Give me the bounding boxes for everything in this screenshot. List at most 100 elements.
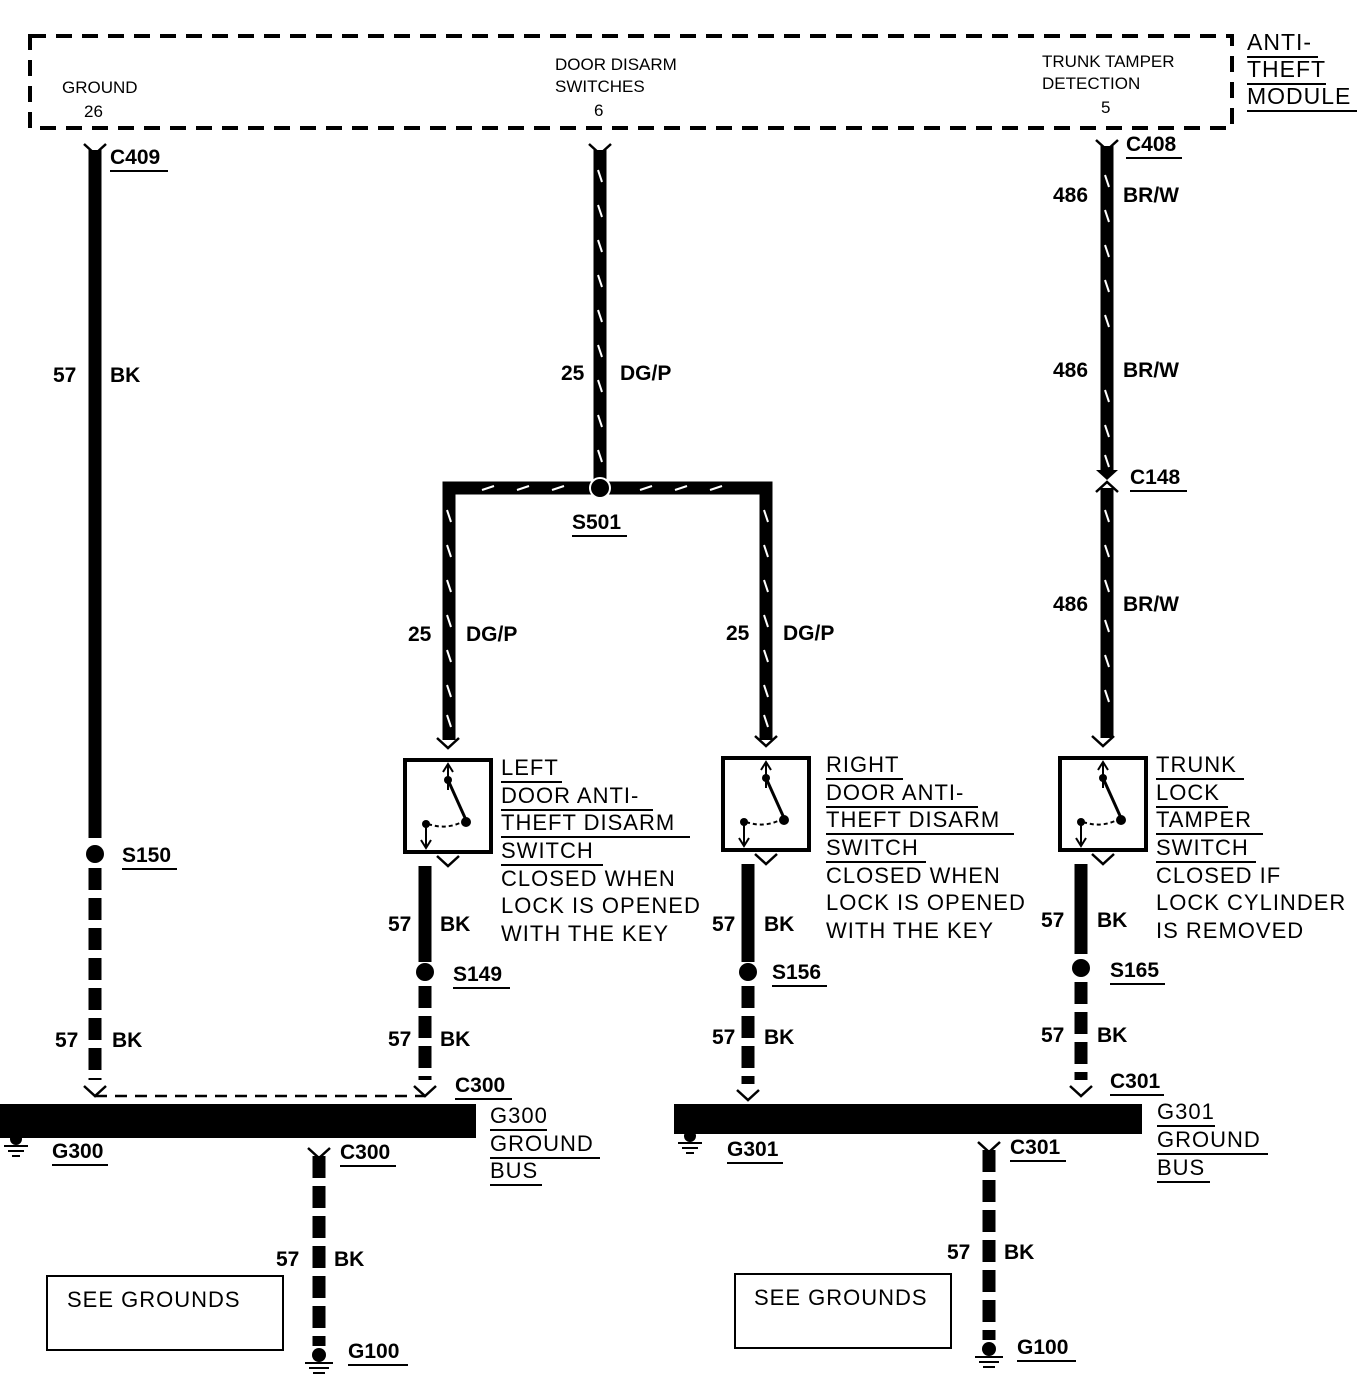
wire-label-color: BR/W xyxy=(1123,593,1179,616)
wire-label-circuit: 57 xyxy=(712,913,735,936)
connector-c148-male-symbol xyxy=(1096,470,1118,480)
trunk-switch-caption: TRUNK LOCK TAMPER SWITCH CLOSED IF LOCK … xyxy=(1156,752,1346,943)
module-name: ANTI- THEFT MODULE xyxy=(1247,29,1357,112)
connector-c300-label: C300 xyxy=(340,1141,390,1164)
g300-label: G300 xyxy=(52,1140,103,1163)
splice-s150-dot xyxy=(86,845,104,863)
g100-right-label: G100 xyxy=(1017,1336,1068,1359)
pin-door-label-1: DOOR DISARM xyxy=(555,55,677,74)
wire-label-circuit: 486 xyxy=(1053,593,1088,616)
left-switch-title-2: DOOR ANTI- xyxy=(501,783,639,808)
wire-label-color: BK xyxy=(110,364,140,387)
wire-label-circuit: 25 xyxy=(561,362,585,385)
splice-s165-label: S165 xyxy=(1110,959,1159,982)
g301-ground-bus-bar xyxy=(674,1104,1142,1134)
connector-c148-label: C148 xyxy=(1130,466,1181,489)
g301-bus-caption: G301 GROUND BUS xyxy=(1157,1099,1268,1183)
connector-c148-female-symbol xyxy=(1095,480,1119,493)
splice-s165-dot xyxy=(1072,959,1090,977)
splice-s149-label: S149 xyxy=(453,963,502,986)
wire-label-circuit: 486 xyxy=(1053,184,1088,207)
wire-label-color: DG/P xyxy=(783,622,834,645)
trunk-switch-note-1: CLOSED IF xyxy=(1156,863,1281,888)
wire-label-circuit: 57 xyxy=(388,1028,411,1051)
wire-label-color: BK xyxy=(440,913,470,936)
splice-s501-dot xyxy=(589,477,611,499)
splice-s501-label: S501 xyxy=(572,511,621,534)
see-grounds-left-text: SEE GROUNDS xyxy=(67,1287,241,1312)
g300-bus-title-2: GROUND xyxy=(490,1131,594,1156)
ground-symbol-icon xyxy=(975,1342,1003,1368)
wire-label-color: DG/P xyxy=(466,623,517,646)
splice-s149-dot xyxy=(416,963,434,981)
g300-ground-bus-bar xyxy=(0,1104,476,1138)
ground-symbol-icon xyxy=(4,1133,28,1157)
connector-c409-label: C409 xyxy=(110,146,160,169)
g301-bus-title-1: G301 xyxy=(1157,1099,1215,1124)
wire-stripes xyxy=(1104,509,1110,703)
wire-label-color: BK xyxy=(1097,1024,1127,1047)
trunk-switch-note-3: IS REMOVED xyxy=(1156,918,1304,943)
right-switch-caption: RIGHT DOOR ANTI- THEFT DISARM SWITCH CLO… xyxy=(826,752,1026,943)
right-door-switch-symbol xyxy=(721,734,811,866)
wire-stripes xyxy=(597,169,603,463)
right-switch-title-4: SWITCH xyxy=(826,835,919,860)
wire-label-circuit: 25 xyxy=(726,622,750,645)
left-switch-title-3: THEFT DISARM xyxy=(501,810,675,835)
pin-door-number: 6 xyxy=(594,101,603,120)
ground-symbol-icon xyxy=(305,1348,333,1374)
wire-label-color: DG/P xyxy=(620,362,671,385)
wire-label-circuit: 25 xyxy=(408,623,432,646)
splice-s156-label: S156 xyxy=(772,961,821,984)
left-door-switch-symbol xyxy=(403,736,493,868)
left-switch-note-3: WITH THE KEY xyxy=(501,921,669,946)
pin-ground-number: 26 xyxy=(84,102,103,121)
wire-label-circuit: 57 xyxy=(947,1241,970,1264)
left-switch-caption: LEFT DOOR ANTI- THEFT DISARM SWITCH CLOS… xyxy=(501,755,701,946)
module-name-line-1: ANTI- xyxy=(1247,29,1312,55)
g100-left-label: G100 xyxy=(348,1340,399,1363)
left-switch-note-2: LOCK IS OPENED xyxy=(501,893,701,918)
module-name-line-2: THEFT xyxy=(1247,56,1326,82)
right-switch-title-1: RIGHT xyxy=(826,752,899,777)
wire-label-color: BK xyxy=(764,1026,794,1049)
g301-bus-title-2: GROUND xyxy=(1157,1127,1261,1152)
wire-stripes xyxy=(446,485,769,728)
connector-c301-symbol xyxy=(1069,1085,1093,1098)
connector-c300-label: C300 xyxy=(455,1074,505,1097)
g301-bus-title-3: BUS xyxy=(1157,1155,1205,1180)
g300-bus-title-1: G300 xyxy=(490,1103,548,1128)
right-switch-title-2: DOOR ANTI- xyxy=(826,780,964,805)
right-switch-note-2: LOCK IS OPENED xyxy=(826,890,1026,915)
see-grounds-box-right xyxy=(734,1273,952,1349)
g300-bus-caption: G300 GROUND BUS xyxy=(490,1103,600,1186)
wire-label-circuit: 486 xyxy=(1053,359,1088,382)
wire-label-circuit: 57 xyxy=(388,913,411,936)
connector-c300-symbol xyxy=(413,1085,437,1098)
g301-label: G301 xyxy=(727,1138,779,1161)
wire-label-color: BR/W xyxy=(1123,184,1179,207)
right-switch-note-1: CLOSED WHEN xyxy=(826,863,1001,888)
trunk-switch-title-2: LOCK xyxy=(1156,780,1220,805)
left-switch-title-4: SWITCH xyxy=(501,838,594,863)
wire-label-color: BK xyxy=(1004,1241,1034,1264)
wire-label-circuit: 57 xyxy=(55,1029,78,1052)
wire-label-circuit: 57 xyxy=(53,364,76,387)
pin-trunk-label-2: DETECTION xyxy=(1042,74,1140,93)
trunk-switch-title-1: TRUNK xyxy=(1156,752,1237,777)
see-grounds-box-left xyxy=(46,1275,284,1351)
wire-label-color: BK xyxy=(1097,909,1127,932)
splice-s150-label: S150 xyxy=(122,844,171,867)
g300-bus-title-3: BUS xyxy=(490,1158,538,1183)
wire-label-circuit: 57 xyxy=(712,1026,735,1049)
connector-symbol xyxy=(736,1089,760,1102)
trunk-switch-note-2: LOCK CYLINDER xyxy=(1156,890,1346,915)
connector-c408-label: C408 xyxy=(1126,133,1177,156)
trunk-lock-switch-symbol xyxy=(1058,734,1148,866)
left-switch-note-1: CLOSED WHEN xyxy=(501,866,676,891)
see-grounds-right-text: SEE GROUNDS xyxy=(754,1285,928,1310)
trunk-switch-title-4: SWITCH xyxy=(1156,835,1249,860)
connector-c301-label: C301 xyxy=(1010,1136,1061,1159)
module-name-line-3: MODULE xyxy=(1247,83,1351,109)
